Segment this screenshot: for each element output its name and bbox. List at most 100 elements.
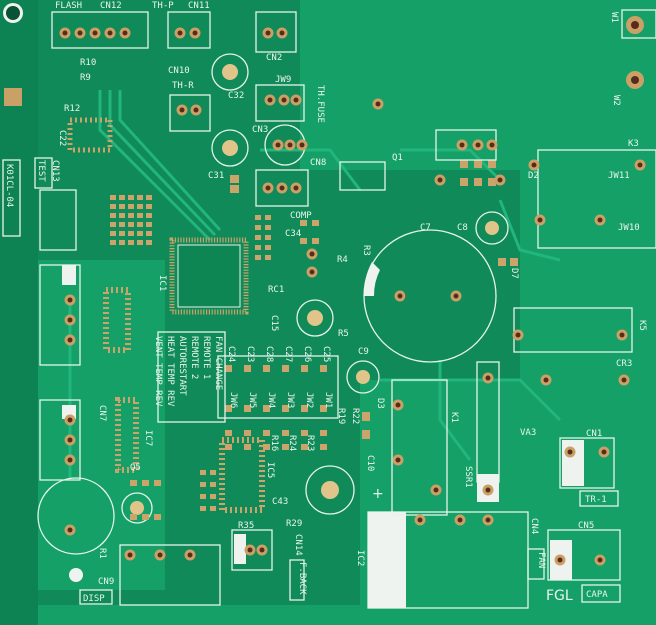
through-hole-drill	[567, 449, 573, 455]
smd-pad	[137, 204, 143, 209]
label-fan: FAN	[536, 552, 546, 568]
label-r29: R29	[286, 519, 302, 529]
smd-pad-array	[110, 160, 518, 520]
smd-pad	[137, 213, 143, 218]
smd-pad	[110, 213, 116, 218]
label-r19: R19	[336, 408, 346, 424]
label-jw11: JW11	[608, 171, 630, 181]
smd-pad	[301, 444, 308, 450]
through-hole-drill	[515, 332, 521, 338]
label-polarity-plus: +	[372, 486, 384, 502]
smd-pad	[119, 213, 125, 218]
label-tr1: TR-1	[585, 495, 607, 505]
label-k3: K3	[628, 139, 639, 149]
smd-pad	[200, 506, 206, 511]
smd-pad	[282, 444, 289, 450]
smd-pad	[255, 215, 261, 220]
label-capa: CAPA	[586, 590, 608, 600]
smd-pad	[128, 222, 134, 227]
through-hole-drill	[601, 449, 607, 455]
smd-pad	[320, 444, 327, 450]
label-ic5: IC5	[265, 462, 275, 478]
label-cn1: CN1	[586, 429, 602, 439]
smd-pad	[282, 430, 289, 436]
label-c9: C9	[358, 347, 369, 357]
through-hole-drill	[275, 142, 281, 148]
through-hole-drill	[309, 269, 315, 275]
through-hole-drill	[557, 557, 563, 563]
smd-pad	[255, 225, 261, 230]
smd-pad	[146, 195, 152, 200]
smd-pad	[225, 444, 232, 450]
label-cn4: CN4	[529, 518, 539, 534]
label-jw9: JW9	[275, 75, 291, 85]
through-hole-drill	[433, 487, 439, 493]
through-hole-drill	[127, 552, 133, 558]
through-hole-drill	[67, 297, 73, 303]
label-va3: VA3	[520, 428, 536, 438]
label-cn8: CN8	[310, 158, 326, 168]
smd-pad	[230, 185, 239, 193]
label-ic2: IC2	[355, 550, 365, 566]
label-fn4: AUTORESTART	[177, 336, 187, 396]
smd-pad	[110, 240, 116, 245]
smd-pad	[119, 195, 125, 200]
through-hole-drill	[485, 375, 491, 381]
through-hole-drill	[281, 97, 287, 103]
through-hole-drill	[299, 142, 305, 148]
smd-pad	[320, 430, 327, 436]
through-hole-drill	[265, 30, 271, 36]
through-hole-drill	[62, 30, 68, 36]
smd-pad	[146, 231, 152, 236]
smd-pad	[255, 245, 261, 250]
smd-pad	[474, 160, 482, 168]
through-hole-drill	[293, 97, 299, 103]
smd-pad	[320, 405, 327, 412]
smd-pad	[128, 195, 134, 200]
label-c25: C25	[321, 346, 331, 362]
smd-pad	[312, 238, 319, 244]
through-hole-drill	[67, 337, 73, 343]
label-c28: C28	[264, 346, 274, 362]
smd-pad	[498, 258, 506, 266]
label-r3: R3	[361, 245, 371, 256]
electrolytic-capacitors	[37, 53, 509, 555]
through-hole-drill	[459, 142, 465, 148]
smd-pad	[210, 482, 216, 487]
smd-pad	[210, 494, 216, 499]
label-r35: R35	[238, 521, 254, 531]
smd-pad	[128, 240, 134, 245]
through-hole-drill	[179, 107, 185, 113]
through-hole-drill	[92, 30, 98, 36]
through-hole-drill	[417, 517, 423, 523]
smd-pad	[146, 213, 152, 218]
label-jw3: JW3	[285, 392, 295, 408]
through-hole-drill	[187, 552, 193, 558]
label-jw4: JW4	[266, 392, 276, 408]
smd-pad	[265, 235, 271, 240]
through-hole-drill	[293, 185, 299, 191]
label-cn5: CN5	[578, 521, 594, 531]
smd-pad	[263, 405, 270, 412]
smd-pad	[142, 480, 149, 486]
smd-pad	[119, 222, 125, 227]
smd-pad	[130, 514, 137, 520]
label-rc1: RC1	[268, 285, 284, 295]
label-flash: FLASH	[55, 1, 82, 11]
silkscreen-labels: FLASH CN12 TH-P CN11 CN2 JW9 TH.FUSE CN1…	[2, 1, 647, 605]
smd-pad	[460, 178, 468, 186]
label-thp: TH-P	[152, 1, 174, 11]
through-hole-drill	[437, 177, 443, 183]
label-c23: C23	[245, 346, 255, 362]
smd-pad	[510, 258, 518, 266]
smd-pad	[210, 470, 216, 475]
smd-pad	[244, 405, 251, 412]
smd-pad	[300, 220, 307, 226]
smd-pad	[200, 470, 206, 475]
soic-footprints	[67, 117, 265, 513]
label-r10: R10	[80, 58, 96, 68]
label-jw2: JW2	[304, 392, 314, 408]
smd-pad	[119, 204, 125, 209]
through-hole-drill	[259, 547, 265, 553]
